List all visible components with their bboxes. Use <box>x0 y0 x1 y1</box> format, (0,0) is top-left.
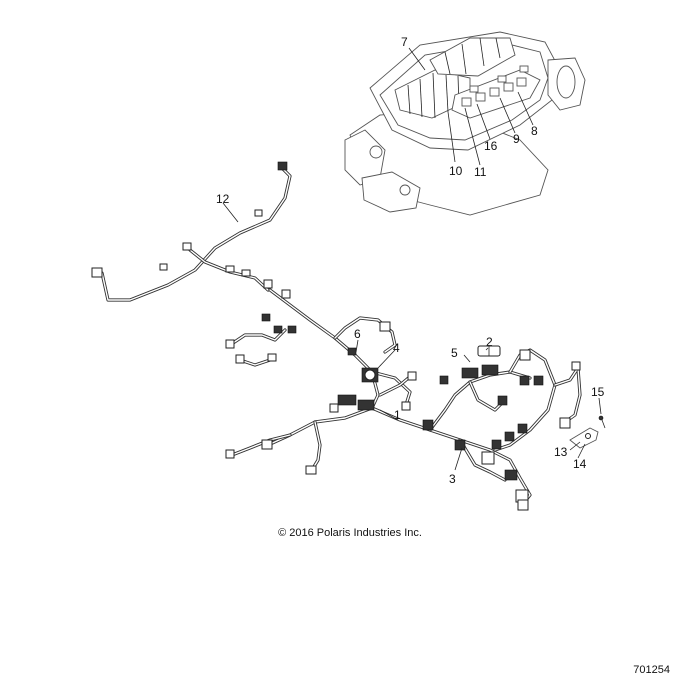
callout-16: 16 <box>484 139 498 153</box>
figure-number: 701254 <box>633 664 670 676</box>
callout-2: 2 <box>486 335 493 349</box>
callout-4: 4 <box>393 341 400 355</box>
callout-11: 11 <box>474 165 487 179</box>
callout-1: 1 <box>394 408 401 422</box>
harness-12 <box>91 161 292 302</box>
callout-15: 15 <box>591 385 605 399</box>
callout-14: 14 <box>573 457 587 471</box>
main-leaders <box>355 339 602 471</box>
fuse-box-assembly <box>344 31 586 216</box>
main-harness <box>225 279 582 511</box>
callout-12: 12 <box>216 192 230 206</box>
callout-6: 6 <box>354 327 361 341</box>
callout-3: 3 <box>449 472 456 486</box>
callout-5: 5 <box>451 346 458 360</box>
callout-7: 7 <box>401 35 408 49</box>
fuse-box-leaders <box>408 47 534 166</box>
callout-13: 13 <box>554 445 568 459</box>
callout-8: 8 <box>531 124 538 138</box>
bracket-13-14 <box>569 427 599 449</box>
screw-15 <box>598 415 606 429</box>
leader-12 <box>222 202 239 223</box>
callout-9: 9 <box>513 132 520 146</box>
callout-10: 10 <box>449 164 463 178</box>
copyright-notice: © 2016 Polaris Industries Inc. <box>278 527 422 539</box>
relay-block-2 <box>477 345 501 357</box>
